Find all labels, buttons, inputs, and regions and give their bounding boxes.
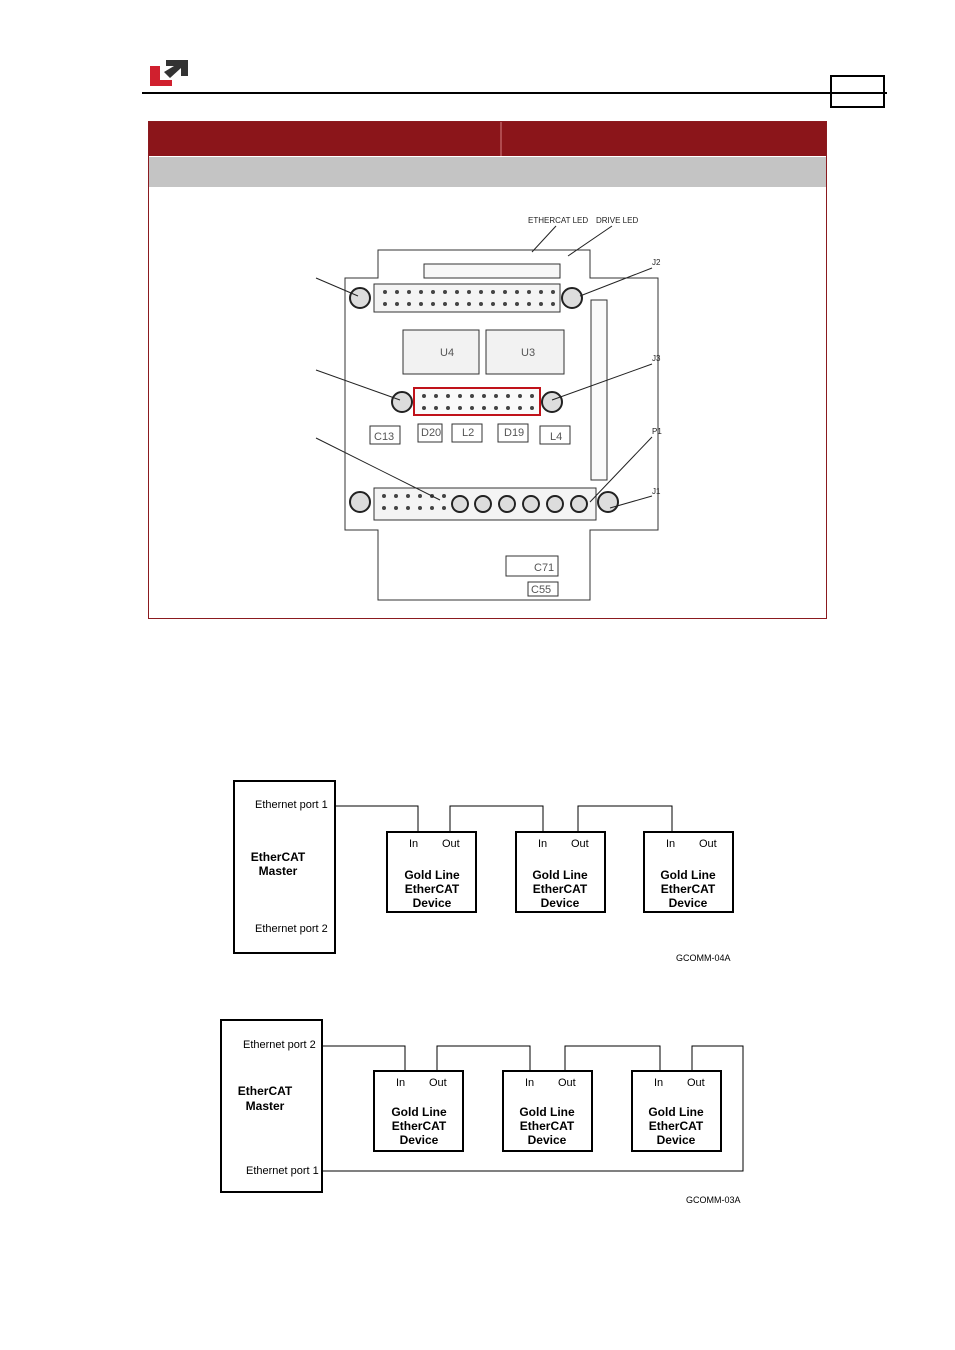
callout-p1: P1: [652, 427, 662, 436]
board-figure-panel: [148, 121, 827, 619]
label-c71: C71: [534, 562, 554, 574]
d1-dev3-line2: EtherCAT: [661, 882, 716, 896]
chip-u4: [402, 329, 480, 375]
callout-ethercat-led: ETHERCAT LED: [528, 216, 588, 225]
d2-dev1-line1: Gold Line: [391, 1105, 447, 1119]
chip-u3: [485, 329, 565, 375]
d2-dev2-line3: Device: [528, 1133, 567, 1147]
d1-dev2-line2: EtherCAT: [533, 882, 588, 896]
d1-dev3-out: Out: [699, 838, 717, 850]
d1-dev1-line1: Gold Line: [404, 868, 460, 882]
d1-port-bottom: Ethernet port 2: [255, 923, 328, 935]
d2-master-line1: EtherCAT: [238, 1084, 293, 1098]
d1-device-3: [643, 831, 734, 913]
label-l4: L4: [550, 431, 562, 443]
d2-dev2-out: Out: [558, 1077, 576, 1089]
board-outline: [344, 249, 659, 601]
d1-port-top: Ethernet port 1: [255, 799, 328, 811]
d1-dev2-in: In: [538, 838, 547, 850]
label-u4: U4: [440, 347, 454, 359]
d2-figure-code: GCOMM-03A: [686, 1195, 741, 1205]
d2-dev1-line3: Device: [400, 1133, 439, 1147]
panel-header-divider: [500, 122, 502, 156]
callout-j1: J1: [652, 487, 661, 496]
d1-dev2-line1: Gold Line: [532, 868, 588, 882]
d1-dev3-line1: Gold Line: [660, 868, 716, 882]
d1-master-box: [233, 780, 336, 954]
label-c55: C55: [531, 584, 551, 596]
d2-dev3-out: Out: [687, 1077, 705, 1089]
label-c13: C13: [374, 431, 394, 443]
d1-master-line2: Master: [259, 864, 298, 878]
d1-dev3-in: In: [666, 838, 675, 850]
callout-j2: J2: [652, 258, 661, 267]
d2-dev2-line2: EtherCAT: [520, 1119, 575, 1133]
page-number-box: [830, 75, 885, 108]
d2-dev3-in: In: [654, 1077, 663, 1089]
d1-dev2-out: Out: [571, 838, 589, 850]
j3-connector: [413, 387, 541, 416]
d1-dev1-out: Out: [442, 838, 460, 850]
top-connector: [373, 283, 561, 313]
d2-dev3-line2: EtherCAT: [649, 1119, 704, 1133]
panel-subheader-bar: [149, 157, 826, 187]
d1-dev1-line3: Device: [413, 896, 452, 910]
d2-port-top: Ethernet port 2: [243, 1039, 316, 1051]
label-l2: L2: [462, 427, 474, 439]
label-d19: D19: [504, 427, 524, 439]
d2-device-3: [631, 1070, 722, 1152]
d2-dev2-line1: Gold Line: [519, 1105, 575, 1119]
d2-master-box: [220, 1019, 323, 1193]
d1-dev3-line3: Device: [669, 896, 708, 910]
d2-dev1-in: In: [396, 1077, 405, 1089]
callout-j3: J3: [652, 354, 661, 363]
d2-dev1-line2: EtherCAT: [392, 1119, 447, 1133]
d1-device-2: [515, 831, 606, 913]
d1-device-1: [386, 831, 477, 913]
d1-master-line1: EtherCAT: [251, 850, 306, 864]
d1-dev1-line2: EtherCAT: [405, 882, 460, 896]
label-u3: U3: [521, 347, 535, 359]
d2-dev3-line1: Gold Line: [648, 1105, 704, 1119]
d1-figure-code: GCOMM-04A: [676, 953, 731, 963]
d2-dev3-line3: Device: [657, 1133, 696, 1147]
d1-dev1-in: In: [409, 838, 418, 850]
panel-header-bar: [149, 122, 826, 156]
label-d20: D20: [421, 427, 441, 439]
d1-dev2-line3: Device: [541, 896, 580, 910]
header-rule: [142, 92, 887, 94]
d2-dev1-out: Out: [429, 1077, 447, 1089]
d2-port-bottom: Ethernet port 1: [246, 1165, 319, 1177]
d2-master-line2: Master: [246, 1099, 285, 1113]
d2-device-2: [502, 1070, 593, 1152]
d2-dev2-in: In: [525, 1077, 534, 1089]
callout-drive-led: DRIVE LED: [596, 216, 638, 225]
company-logo: [150, 60, 188, 86]
d2-device-1: [373, 1070, 464, 1152]
